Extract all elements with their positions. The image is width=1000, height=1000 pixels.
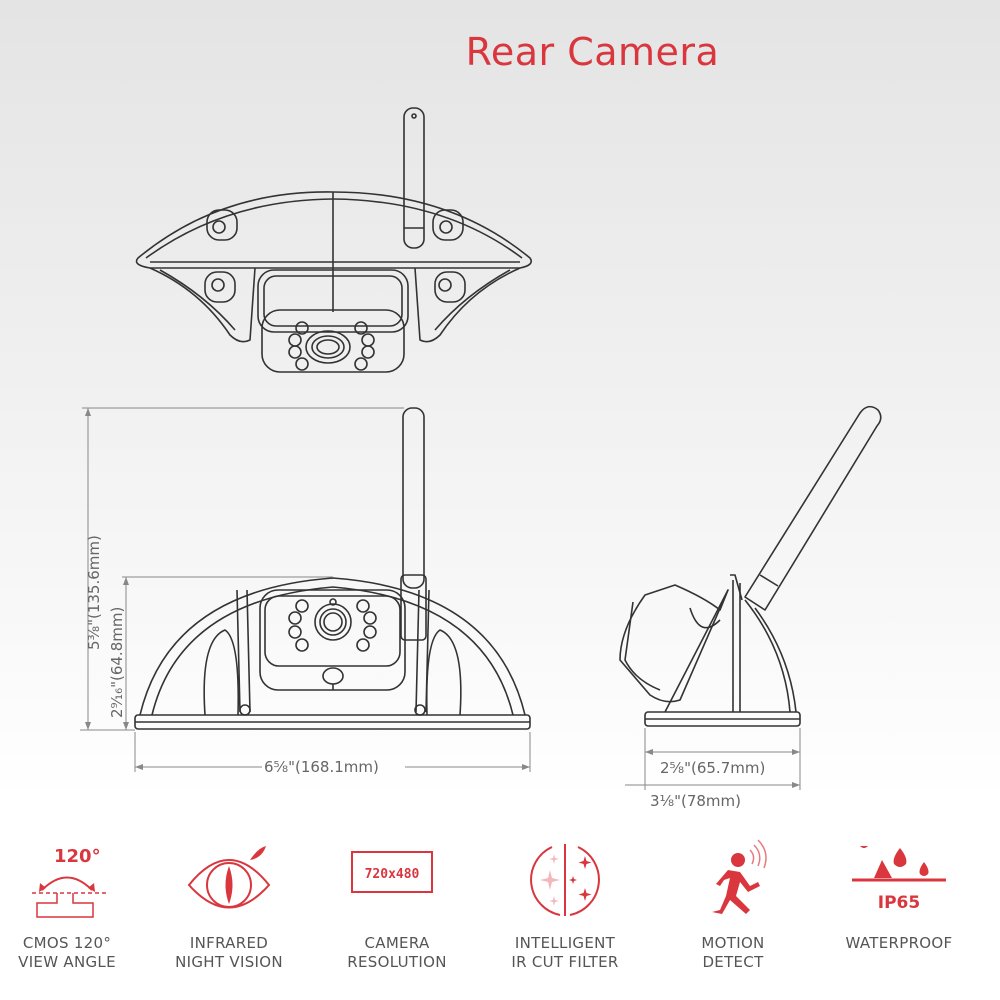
waterproof-icon: IP65: [814, 830, 984, 930]
view-angle-icon: 120°: [0, 830, 152, 930]
feature-waterproof: IP65 WATERPROOF: [814, 830, 984, 953]
feature-label: WATERPROOF: [845, 934, 953, 952]
ir-filter-icon: [480, 830, 650, 930]
page-title: Rear Camera: [465, 30, 720, 74]
feature-view-angle: 120° CMOS 120°VIEW ANGLE: [0, 830, 152, 972]
motion-icon: [648, 830, 818, 930]
top-view: [135, 107, 533, 373]
side-view: [619, 405, 882, 727]
dimension-body-height: 2⁹⁄₁₆"(64.8mm): [108, 607, 126, 718]
front-view: [134, 407, 531, 730]
svg-text:IP65: IP65: [878, 893, 920, 913]
technical-drawing: 5⅜"(135.6mm) 2⁹⁄₁₆"(64.8mm) 6⅝"(168.1mm)…: [80, 107, 882, 810]
svg-text:120°: 120°: [54, 846, 101, 867]
dimension-width: 6⅝"(168.1mm): [264, 758, 379, 776]
dimension-side-base: 2⅝"(65.7mm): [660, 759, 765, 777]
dimension-side-total: 3⅛"(78mm): [650, 792, 741, 810]
dimension-total-height: 5⅜"(135.6mm): [85, 535, 103, 650]
svg-text:720x480: 720x480: [365, 867, 420, 882]
eye-icon: [144, 830, 314, 930]
resolution-icon: 720x480: [312, 830, 482, 930]
feature-label: CMOS 120°VIEW ANGLE: [18, 934, 116, 971]
